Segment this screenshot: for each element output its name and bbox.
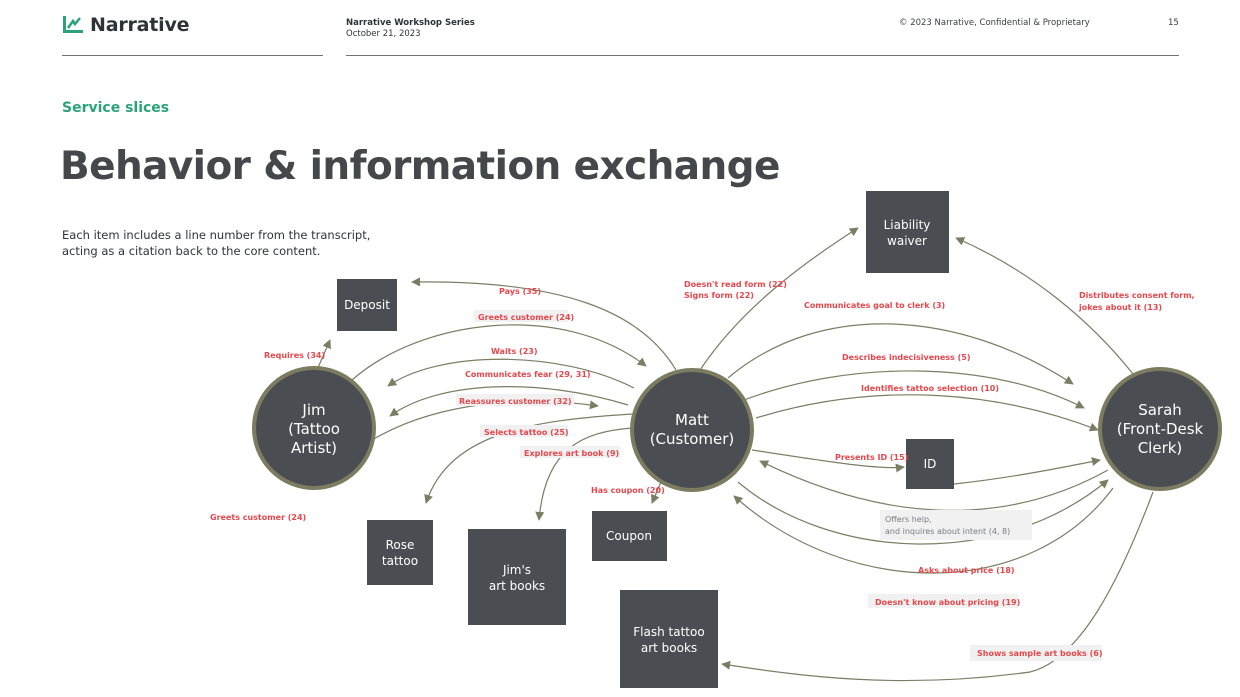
id-label: ID <box>924 457 937 471</box>
edge-waits <box>387 358 635 389</box>
edge-shows-books <box>721 491 1154 682</box>
label-coupon: Has coupon (20) <box>591 486 665 495</box>
label-pays: Pays (35) <box>499 287 541 296</box>
artbooks-label-2: art books <box>489 579 545 593</box>
coupon-label: Coupon <box>606 529 652 543</box>
rose-label-2: tattoo <box>382 554 418 568</box>
flash-label-1: Flash tattoo <box>633 625 704 639</box>
edges <box>316 227 1154 682</box>
copyright: © 2023 Narrative, Confidential & Proprie… <box>899 18 1090 28</box>
artifact-flash-tattoo: Flash tattoo art books <box>620 590 718 688</box>
label-waits: Waits (23) <box>491 347 538 356</box>
series-title: Narrative Workshop Series <box>346 18 475 28</box>
label-signs: Signs form (22) <box>684 291 754 300</box>
label-indecisive: Describes indecisiveness (5) <box>842 353 970 362</box>
edge-pricing <box>733 487 1114 574</box>
edge-pays <box>411 277 677 371</box>
artifact-jims-art-books: Jim's art books <box>468 529 566 625</box>
actor-matt: Matt (Customer) <box>630 368 754 492</box>
jim-label-1: Jim <box>301 401 325 419</box>
rose-label-1: Rose <box>386 538 415 552</box>
sarah-label-2: (Front-Desk <box>1117 420 1204 438</box>
header-divider-left <box>62 55 323 56</box>
label-shows-books: Shows sample art books (6) <box>977 649 1102 658</box>
label-selects: Selects tattoo (25) <box>484 428 569 437</box>
label-requires: Requires (34) <box>264 351 325 360</box>
edge-explores <box>535 427 633 521</box>
section-kicker: Service slices <box>62 100 170 116</box>
label-asks-price: Asks about price (18) <box>918 566 1015 575</box>
edge-greets-matt <box>351 324 647 381</box>
jim-label-3: Artist) <box>291 439 337 457</box>
actor-jim: Jim (Tattoo Artist) <box>252 366 376 490</box>
edge-liability <box>699 227 859 371</box>
header-series: Narrative Workshop Series October 21, 20… <box>346 18 475 40</box>
label-explores: Explores art book (9) <box>524 449 619 458</box>
narrative-logo-icon <box>63 16 83 33</box>
edge-fear <box>389 386 629 417</box>
label-greets-left: Greets customer (24) <box>210 513 306 522</box>
matt-label-2: (Customer) <box>650 430 735 448</box>
sarah-label-3: Clerk) <box>1138 439 1183 457</box>
label-offers-1: Offers help, <box>885 515 932 524</box>
label-greets-matt: Greets customer (24) <box>478 313 574 322</box>
brand-name: Narrative <box>90 14 190 36</box>
artifact-coupon: Coupon <box>592 511 667 561</box>
liability-label-1: Liability <box>884 218 931 232</box>
flash-label-2: art books <box>641 641 697 655</box>
slide-description: Each item includes a line number from th… <box>62 228 371 258</box>
label-fear: Communicates fear (29, 31) <box>465 370 591 379</box>
actor-sarah: Sarah (Front-Desk Clerk) <box>1098 367 1222 491</box>
artbooks-label-1: Jim's <box>502 563 531 577</box>
header-divider-right <box>346 55 1179 56</box>
artifact-rose-tattoo: Rose tattoo <box>367 520 433 585</box>
label-pricing: Doesn't know about pricing (19) <box>875 598 1020 607</box>
artifact-id: ID <box>906 439 954 489</box>
matt-label-1: Matt <box>675 411 709 429</box>
sarah-label-1: Sarah <box>1138 401 1182 419</box>
edge-identifies <box>755 394 1099 432</box>
deposit-label: Deposit <box>344 298 390 312</box>
label-jokes: jokes about it (13) <box>1078 303 1162 312</box>
jim-label-2: (Tattoo <box>288 420 340 438</box>
brand-logo: Narrative <box>62 14 190 36</box>
label-no-read: Doesn't read form (22) <box>684 280 787 289</box>
label-reassures: Reassures customer (32) <box>459 397 572 406</box>
artifact-deposit: Deposit <box>337 279 397 331</box>
page-number: 15 <box>1168 18 1179 28</box>
series-date: October 21, 2023 <box>346 29 421 39</box>
edge-requires <box>316 339 331 371</box>
label-identifies: Identifies tattoo selection (10) <box>861 384 999 393</box>
edge-indecisive <box>743 370 1085 409</box>
label-goal: Communicates goal to clerk (3) <box>804 301 945 310</box>
edge-labels: Pays (35) Greets customer (24) Requires … <box>210 280 1195 661</box>
liability-label-2: waiver <box>887 234 927 248</box>
edge-goal <box>727 323 1074 385</box>
edge-asks-price <box>737 479 1109 545</box>
label-presents-id: Presents ID (15) <box>835 453 908 462</box>
edge-id-sarah <box>953 457 1101 485</box>
slide-title: Behavior & information exchange <box>60 144 780 189</box>
edge-presents-id <box>751 449 905 473</box>
label-distributes: Distributes consent form, <box>1079 291 1195 300</box>
artifact-liability-waiver: Liability waiver <box>866 191 949 273</box>
edge-consent <box>955 237 1134 375</box>
label-offers-2: and inquires about intent (4, 8) <box>885 527 1010 536</box>
